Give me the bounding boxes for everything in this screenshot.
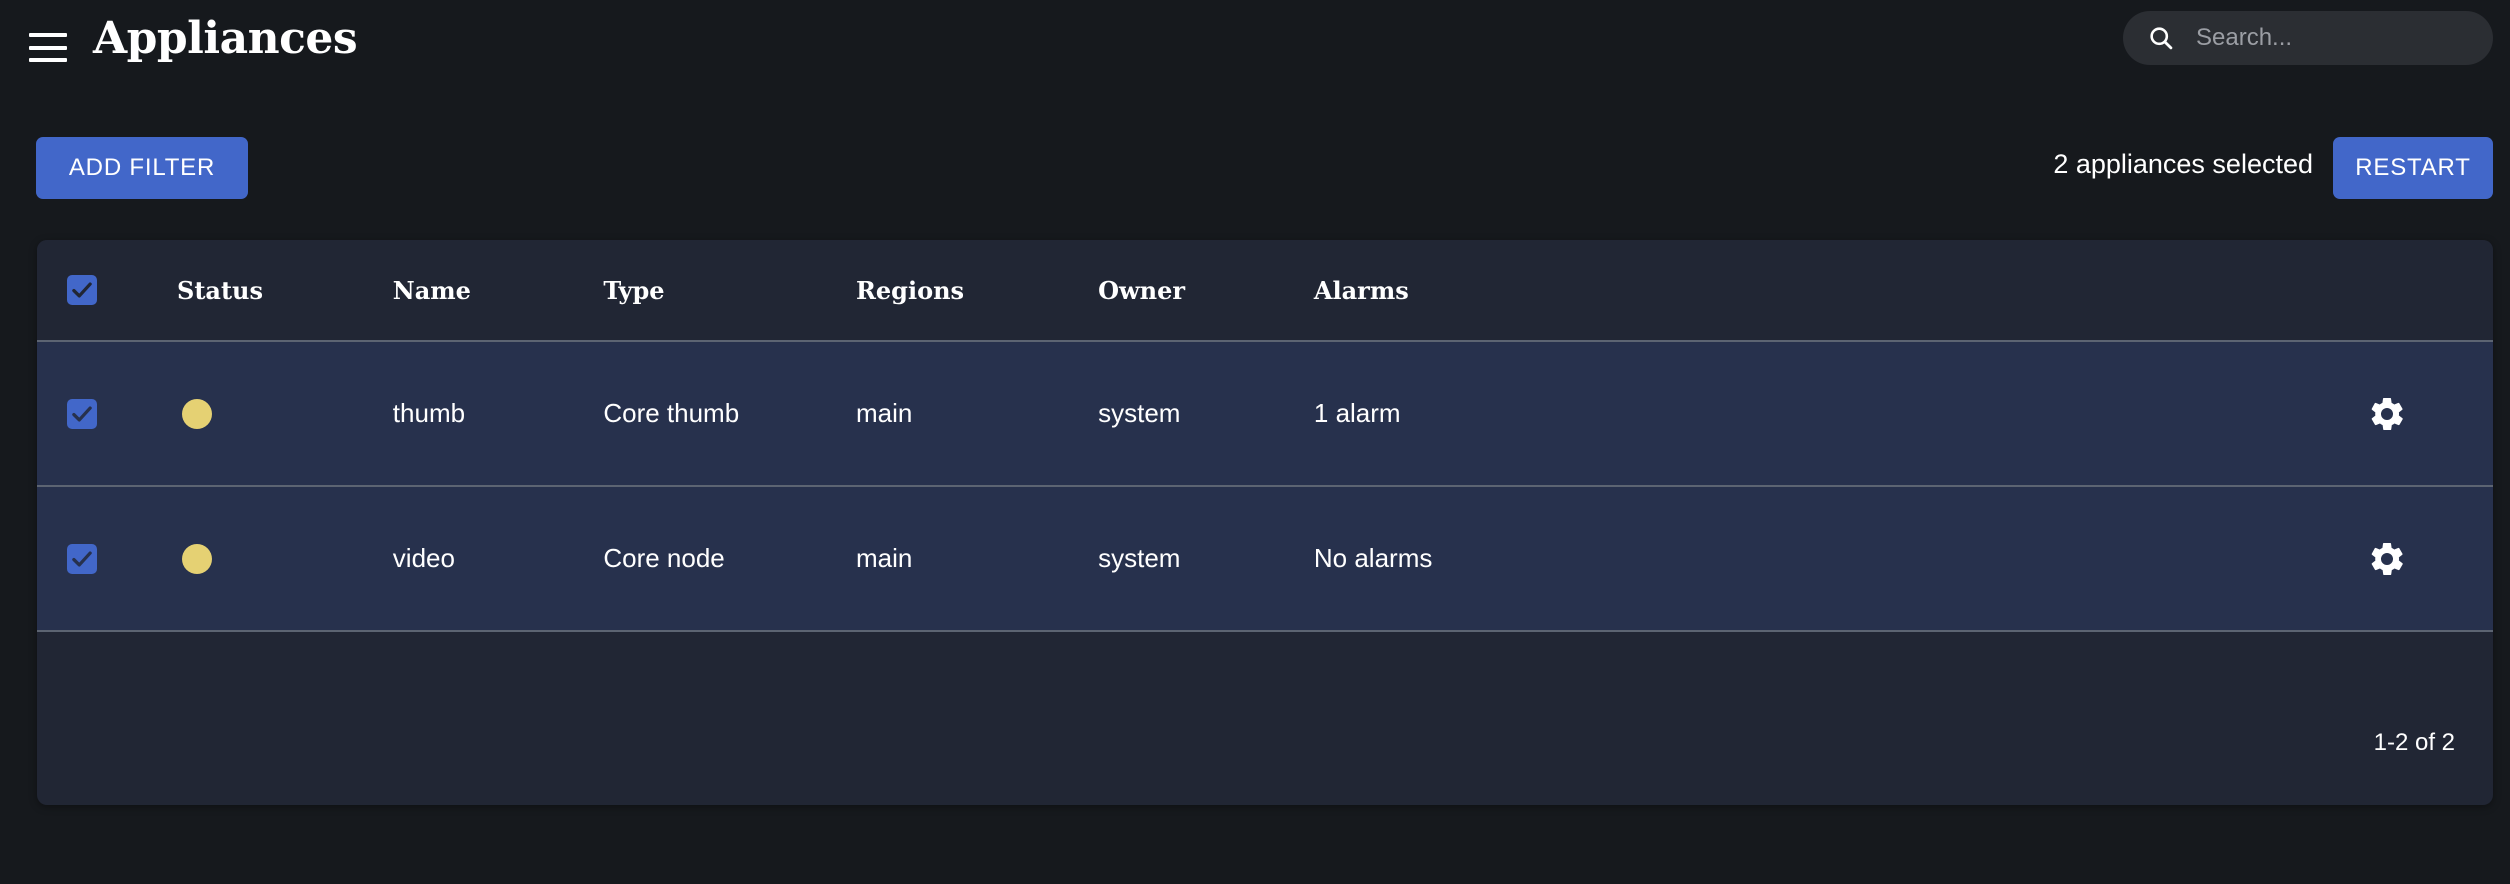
check-icon — [72, 282, 92, 298]
row-type: Core node — [603, 543, 725, 573]
row-status-cell — [177, 486, 393, 631]
appliances-table-card: Status Name Type Regions Owner Alarms — [37, 240, 2493, 805]
restart-button[interactable]: RESTART — [2333, 137, 2493, 199]
column-header-regions[interactable]: Regions — [855, 275, 965, 305]
row-checkbox[interactable] — [67, 543, 97, 574]
hamburger-bar-2 — [29, 45, 67, 50]
column-header-actions — [2367, 240, 2493, 341]
column-header-alarms[interactable]: Alarms — [1313, 275, 1409, 305]
row-actions-cell — [2367, 341, 2493, 486]
selected-count-label: 2 appliances selected — [2053, 149, 2313, 179]
row-settings-button[interactable] — [2367, 394, 2407, 434]
search-box[interactable] — [2123, 11, 2493, 65]
search-icon — [2150, 27, 2173, 50]
row-name: video — [392, 543, 455, 573]
column-header-type[interactable]: Type — [603, 275, 665, 305]
page-title: Appliances — [93, 13, 358, 64]
gear-icon — [2371, 397, 2403, 430]
row-regions: main — [855, 543, 913, 573]
hamburger-bar-3 — [29, 58, 67, 62]
column-header-owner[interactable]: Owner — [1098, 275, 1186, 305]
status-dot-icon — [182, 543, 212, 574]
row-checkbox[interactable] — [67, 398, 97, 429]
row-select-cell — [37, 341, 177, 486]
add-filter-button[interactable]: ADD FILTER — [36, 137, 248, 199]
table-header: Status Name Type Regions Owner Alarms — [37, 240, 2493, 341]
action-bar: ADD FILTER 2 appliances selected RESTART — [0, 92, 2510, 200]
hamburger-menu-icon[interactable] — [29, 30, 71, 62]
hamburger-bar-1 — [29, 33, 67, 37]
select-all-cell — [37, 240, 177, 341]
row-status-cell — [177, 341, 393, 486]
table-header-row: Status Name Type Regions Owner Alarms — [37, 240, 2493, 341]
table-body: thumb Core thumb main system 1 alarm — [37, 341, 2493, 631]
table-row[interactable]: video Core node main system No alarms — [37, 486, 2493, 631]
appliances-table: Status Name Type Regions Owner Alarms — [37, 240, 2493, 632]
column-header-name[interactable]: Name — [392, 275, 471, 305]
row-type: Core thumb — [603, 398, 740, 428]
row-alarms: No alarms — [1313, 543, 1433, 573]
row-select-cell — [37, 486, 177, 631]
check-icon — [72, 550, 92, 567]
row-actions-cell — [2367, 486, 2493, 631]
check-icon — [72, 405, 92, 422]
row-settings-button[interactable] — [2367, 539, 2407, 579]
row-owner: system — [1098, 398, 1181, 428]
row-alarms: 1 alarm — [1313, 398, 1401, 428]
top-bar: Appliances — [0, 0, 2510, 92]
select-all-checkbox[interactable] — [67, 275, 97, 305]
table-row[interactable]: thumb Core thumb main system 1 alarm — [37, 341, 2493, 486]
gear-icon — [2371, 542, 2403, 575]
column-header-status[interactable]: Status — [177, 275, 264, 305]
pagination-label: 1-2 of 2 — [2373, 729, 2455, 756]
row-name: thumb — [392, 398, 466, 428]
row-owner: system — [1098, 543, 1181, 573]
search-input[interactable] — [2196, 24, 2493, 52]
status-dot-icon — [182, 398, 212, 429]
row-regions: main — [855, 398, 913, 428]
